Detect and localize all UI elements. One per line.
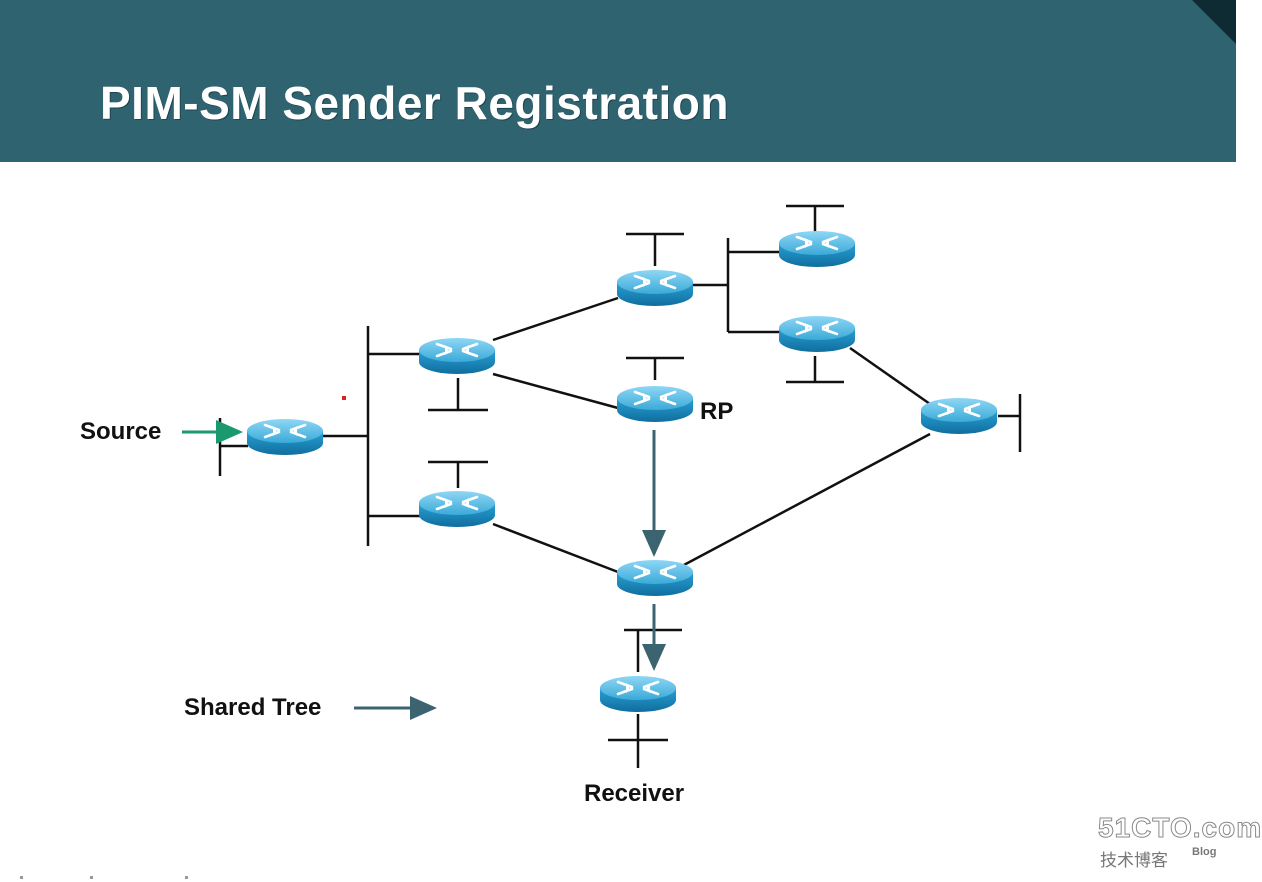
network-diagram (20, 204, 1022, 879)
router-icon (777, 314, 857, 354)
page-title: PIM-SM Sender Registration (100, 77, 729, 129)
network-links (218, 204, 1022, 768)
rp-label: RP (700, 398, 734, 425)
router-icon (615, 558, 695, 598)
router-icon (777, 229, 857, 269)
router-icon (417, 336, 497, 376)
router-icon (615, 268, 695, 308)
faint-marks (20, 876, 188, 879)
receiver-router-icon (598, 674, 678, 714)
legend-shared-tree-label: Shared Tree (184, 694, 322, 721)
watermark-sub: 技术博客 (1100, 851, 1168, 871)
receiver-label: Receiver (584, 780, 685, 807)
title-banner (0, 0, 1236, 162)
watermark-logo: 51CTO.com (1097, 812, 1262, 844)
red-dot-marker (342, 396, 346, 400)
router-icon (417, 489, 497, 529)
source-router-icon (245, 417, 325, 457)
watermark-blog: Blog (1192, 846, 1217, 858)
corner-accent (1192, 0, 1236, 44)
source-label: Source (80, 418, 162, 445)
router-icon (919, 396, 999, 436)
rp-router-icon (615, 384, 695, 424)
